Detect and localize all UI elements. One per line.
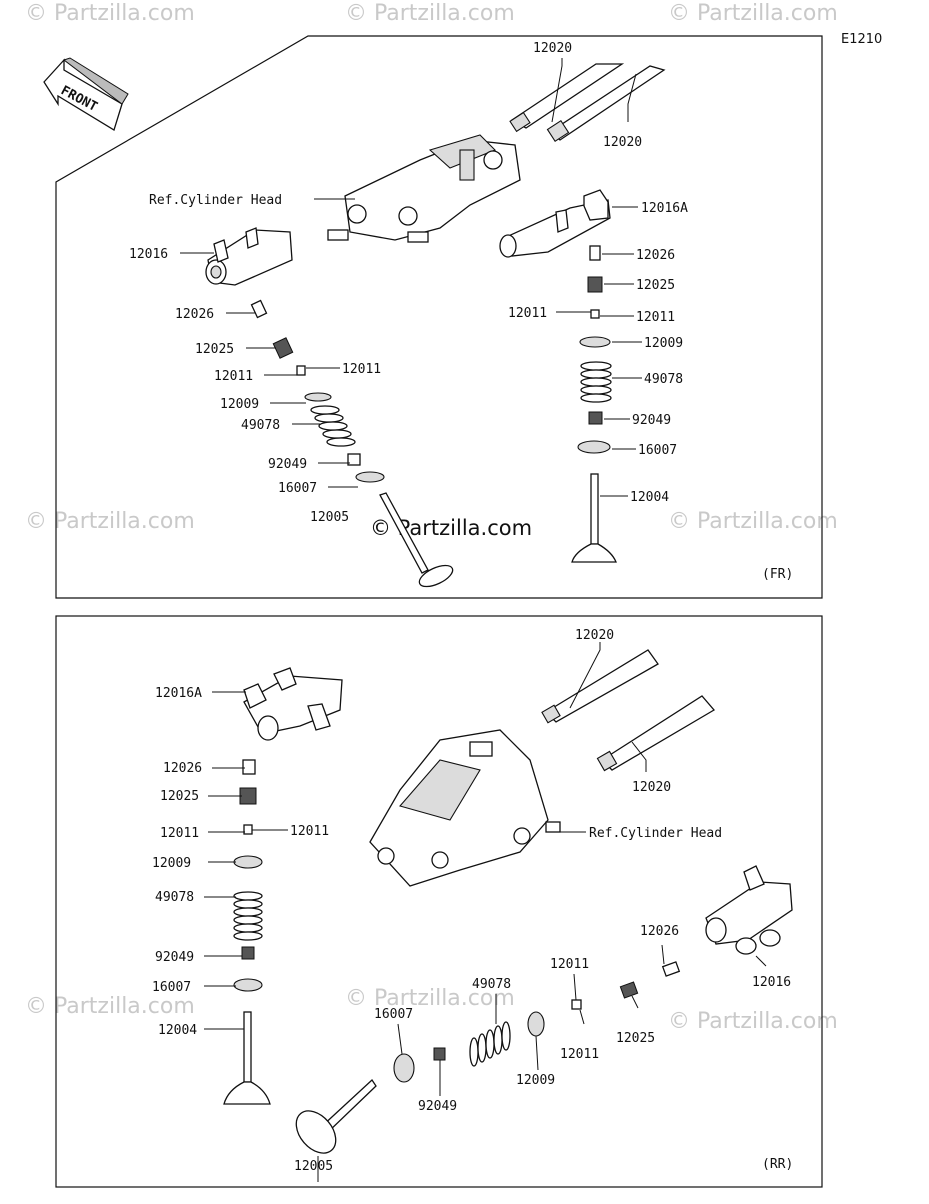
watermark: © Partzilla.com [25,509,195,534]
valve-train-left-rear [223,759,271,1105]
label-ref-cylinder-head: Ref.Cylinder Head [589,826,722,841]
label-part: 49078 [155,890,194,905]
watermark: © Partzilla.com [668,1,838,26]
watermark: © Partzilla.com [345,986,515,1011]
front-panel-frame [55,35,823,599]
rocker-arm-left-front [205,227,293,286]
label-part: 92049 [632,413,671,428]
label-part: 12009 [516,1073,555,1088]
label-part: 12025 [616,1031,655,1046]
label-part: 12016A [641,201,688,216]
label-part: 12011 [550,957,589,972]
rocker-arm-right-front [499,189,611,258]
label-part: 12025 [195,342,234,357]
label-part: 16007 [152,980,191,995]
label-part: 12011 [508,306,547,321]
label-part: 12025 [636,278,675,293]
label-part: 12011 [636,310,675,325]
label-part: 12026 [640,924,679,939]
label-part: 12020 [575,628,614,643]
label-part: 49078 [241,418,280,433]
label-ref-cylinder-head: Ref.Cylinder Head [149,193,282,208]
rocker-arm-bottom-rear [705,865,793,955]
valve-train-left-front [250,299,454,588]
watermark: © Partzilla.com [25,994,195,1019]
label-part: 16007 [374,1007,413,1022]
panel-tag-rr: (RR) [762,1157,793,1172]
label-part: 12016 [129,247,168,262]
label-part: 12009 [644,336,683,351]
label-part: 12026 [163,761,202,776]
valve-train-right-front [571,245,617,563]
label-part: 12011 [342,362,381,377]
label-part: 12025 [160,789,199,804]
label-part: 92049 [268,457,307,472]
watermark: © Partzilla.com [668,1009,838,1034]
watermarks: © Partzilla.com © Partzilla.com © Partzi… [25,1,838,1034]
label-part: 12011 [160,826,199,841]
rear-panel-frame [55,615,823,1188]
cylinder-head-front [327,134,521,243]
rear-leaders [204,642,767,1182]
front-arrow-icon: FRONT [43,57,129,131]
label-part: 16007 [638,443,677,458]
label-part: 12004 [630,490,669,505]
front-leaders [180,58,642,497]
watermark: © Partzilla.com [345,1,515,26]
front-panel: FRONT [43,35,823,599]
push-rods-front [509,63,666,142]
label-part: 12009 [152,856,191,871]
label-part: 49078 [644,372,683,387]
figure-code: E1210 [841,32,882,47]
label-part: 12004 [158,1023,197,1038]
label-part: 16007 [278,481,317,496]
label-part: 12020 [533,41,572,56]
push-rods-rear [541,649,715,772]
label-part: 12011 [290,824,329,839]
label-part: 12016 [752,975,791,990]
panel-tag-fr: (FR) [762,567,793,582]
rear-panel: 12020 12020 Ref.Cylinder Head 12016A 120… [55,615,823,1188]
rocker-arm-left-rear [243,667,343,741]
label-part: 92049 [418,1099,457,1114]
valve-train-bottom-rear [295,961,681,1154]
label-part: 12020 [632,780,671,795]
label-part: 12016A [155,686,202,701]
label-part: 12005 [294,1159,333,1174]
cylinder-head-rear [369,729,561,887]
label-part: 12011 [560,1047,599,1062]
label-part: 12020 [603,135,642,150]
label-part: 92049 [155,950,194,965]
label-part: 12011 [214,369,253,384]
watermark: © Partzilla.com [668,509,838,534]
label-part: 12026 [636,248,675,263]
label-part: 12009 [220,397,259,412]
label-part: 49078 [472,977,511,992]
label-part: 12005 [310,510,349,525]
label-part: 12026 [175,307,214,322]
watermark: © Partzilla.com [25,1,195,26]
